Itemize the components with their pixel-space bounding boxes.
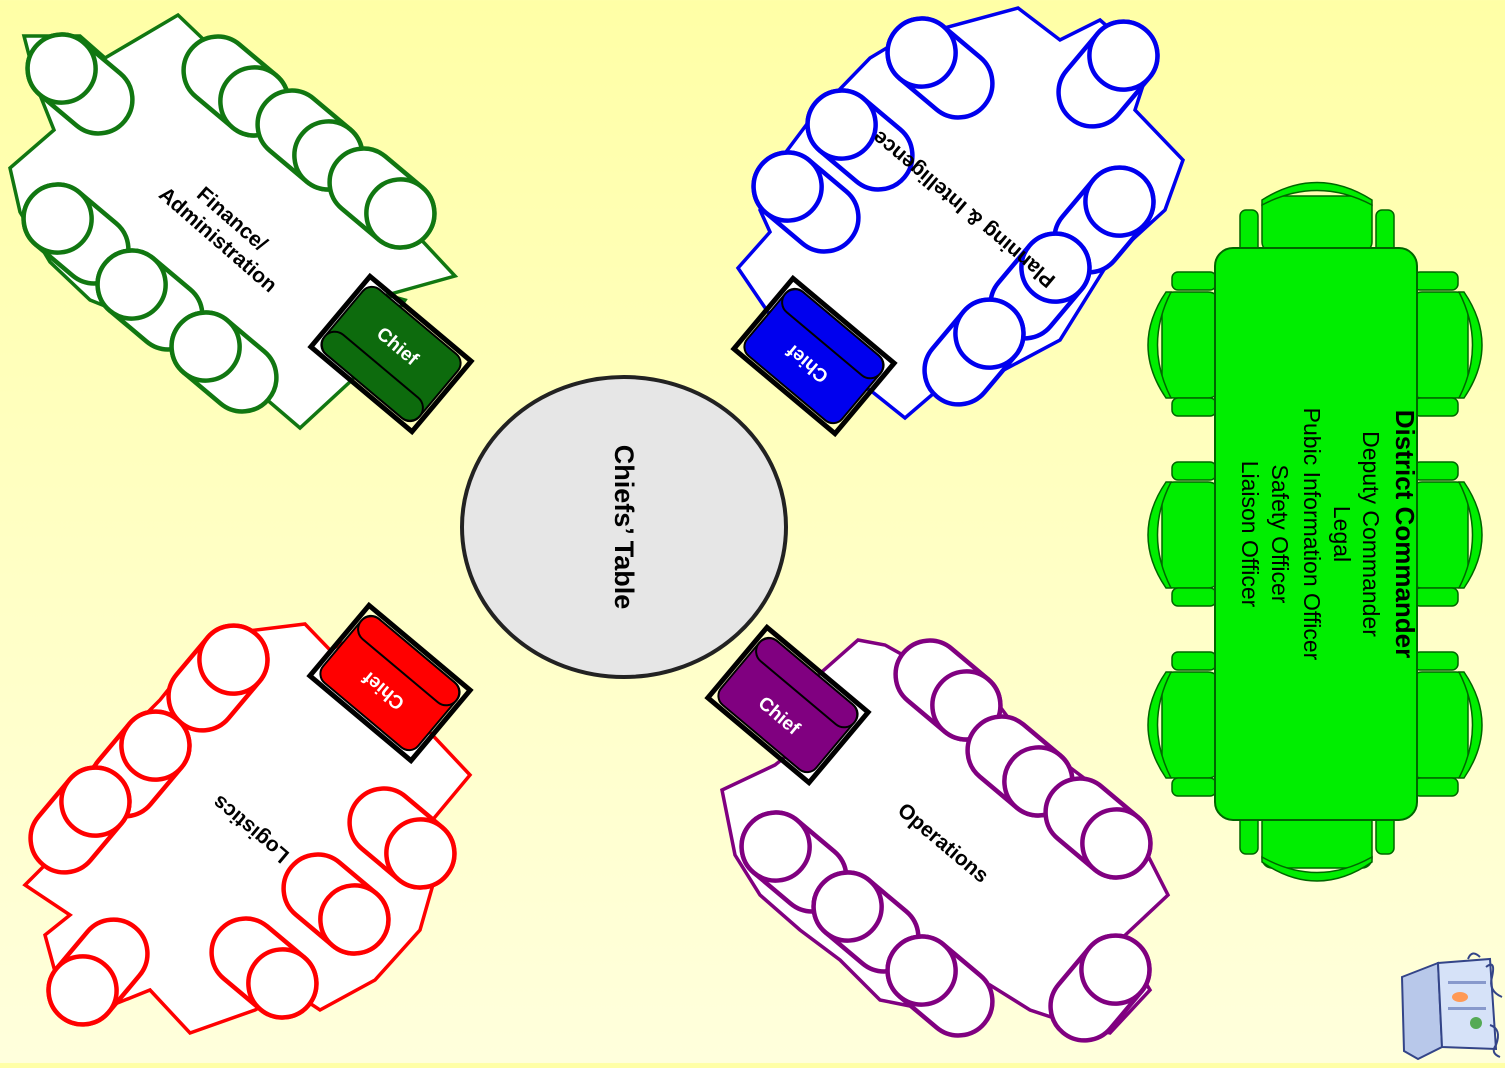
seat[interactable] [198, 905, 331, 1032]
liaison-officer-label: Liaison Officer [1237, 461, 1263, 608]
seat[interactable] [17, 754, 144, 887]
seat[interactable] [1037, 922, 1164, 1055]
operations-chief-chair[interactable]: Chief [704, 623, 872, 787]
operations-seats [739, 638, 1165, 1055]
planning-seats [740, 5, 1172, 419]
seat[interactable] [270, 841, 403, 968]
planning-section: Planning & Intelligence Chief [730, 5, 1186, 438]
command-chair[interactable] [1147, 271, 1221, 417]
chiefs-table-label: Chiefs’ Table [609, 445, 639, 610]
chiefs-table[interactable]: Chiefs’ Table [460, 375, 788, 679]
logistics-section: Logistics Chief [17, 601, 474, 1039]
planning-chief-chair[interactable]: Chief [730, 274, 898, 438]
command-chair[interactable] [1409, 651, 1483, 797]
operations-section: Operations Chief [704, 623, 1171, 1055]
command-chair[interactable] [1239, 805, 1395, 882]
command-chair[interactable] [1409, 461, 1483, 607]
logistics-chief-chair[interactable]: Chief [306, 601, 474, 765]
command-chair[interactable] [1147, 651, 1221, 797]
seat[interactable] [316, 135, 449, 262]
seat[interactable] [800, 859, 933, 986]
seat[interactable] [794, 77, 927, 204]
command-table[interactable] [1214, 247, 1418, 821]
command-roster: District Commander Deputy Commander Lega… [1237, 408, 1420, 661]
public-information-officer-label: Pubic Information Officer [1299, 408, 1325, 661]
open-refrigerator-icon [1400, 952, 1503, 1061]
command-chair[interactable] [1147, 461, 1221, 607]
seat[interactable] [155, 612, 282, 745]
seat[interactable] [35, 906, 162, 1039]
finance-section: Finance/ Administration Chief [8, 12, 475, 436]
safety-officer-label: Safety Officer [1267, 465, 1293, 604]
seat[interactable] [911, 286, 1038, 419]
command-chair[interactable] [1239, 181, 1395, 259]
seat[interactable] [14, 21, 147, 148]
seat[interactable] [1045, 8, 1172, 141]
district-commander-label: District Commander [1390, 410, 1420, 659]
seat[interactable] [1032, 765, 1165, 892]
seat[interactable] [336, 775, 469, 902]
seat[interactable] [874, 5, 1007, 132]
seat[interactable] [740, 139, 873, 266]
finance-seats [14, 21, 449, 426]
command-chair[interactable] [1409, 271, 1483, 417]
command-table-group: District Commander Deputy Commander Lega… [1147, 181, 1483, 882]
deputy-commander-label: Deputy Commander [1358, 431, 1384, 637]
logistics-seats [17, 612, 469, 1039]
legal-label: Legal [1329, 506, 1355, 562]
finance-chief-chair[interactable]: Chief [307, 272, 475, 436]
seat[interactable] [158, 299, 291, 426]
command-chairs [1147, 181, 1483, 882]
seat[interactable] [874, 923, 1007, 1050]
